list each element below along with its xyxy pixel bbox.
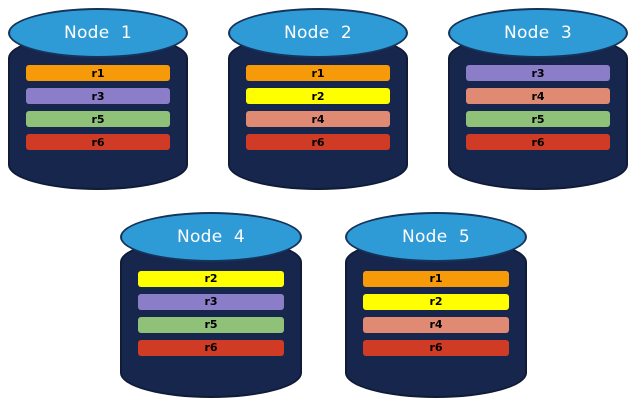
replica-bar[interactable]: r3 [26,88,170,105]
cylinder-top [448,8,628,58]
replica-list: r1 r2 r4 r6 [228,65,408,151]
replica-bar[interactable]: r6 [138,339,284,356]
replica-bar[interactable]: r4 [466,88,610,105]
replica-bar[interactable]: r5 [466,111,610,128]
replica-list: r3 r4 r5 r6 [448,65,628,151]
replica-bar[interactable]: r6 [363,339,509,356]
cylinder-top [345,212,527,262]
replica-list: r1 r2 r4 r6 [345,270,527,356]
replica-bar[interactable]: r1 [363,270,509,287]
replica-bar[interactable]: r2 [363,293,509,310]
replica-bar[interactable]: r1 [246,65,390,82]
replica-bar[interactable]: r5 [26,111,170,128]
cylinder-top [228,8,408,58]
replica-bar[interactable]: r4 [246,111,390,128]
replica-bar[interactable]: r1 [26,65,170,82]
replica-bar[interactable]: r6 [26,134,170,151]
replica-bar[interactable]: r4 [363,316,509,333]
replica-bar[interactable]: r6 [466,134,610,151]
replica-bar[interactable]: r5 [138,316,284,333]
replica-bar[interactable]: r3 [466,65,610,82]
replica-bar[interactable]: r3 [138,293,284,310]
replica-bar[interactable]: r6 [246,134,390,151]
replica-bar[interactable]: r2 [246,88,390,105]
replica-list: r2 r3 r5 r6 [120,270,302,356]
replica-bar[interactable]: r2 [138,270,284,287]
cylinder-top [8,8,188,58]
cylinder-top [120,212,302,262]
replica-list: r1 r3 r5 r6 [8,65,188,151]
